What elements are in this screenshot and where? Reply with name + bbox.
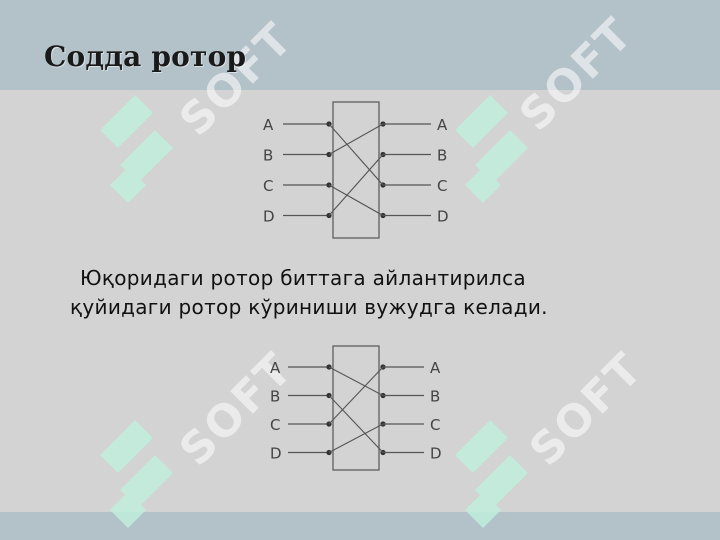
footer-band: [0, 512, 720, 540]
caption-line-1: Юқоридаги ротор биттага айлантирилса: [80, 266, 526, 290]
watermark-text: SOFT: [520, 343, 654, 477]
right-label: D: [437, 208, 449, 226]
right-label: B: [430, 388, 440, 406]
slide-title: Содда ротор: [44, 40, 247, 73]
rotor-body: [332, 101, 380, 239]
left-label: A: [263, 116, 274, 134]
right-label: A: [437, 116, 448, 134]
left-label: B: [263, 147, 273, 165]
rotor-body: [332, 345, 380, 471]
right-label: A: [430, 359, 441, 377]
internal-wire: [328, 423, 384, 453]
internal-wire: [328, 154, 384, 216]
left-label: D: [270, 445, 282, 463]
internal-wire: [328, 184, 384, 216]
internal-wire: [328, 395, 384, 453]
caption: Юқоридаги ротор биттага айлантирилса қуй…: [70, 264, 670, 322]
left-label: C: [263, 177, 273, 195]
header-band: [0, 0, 720, 90]
right-label: C: [430, 416, 440, 434]
left-label: B: [270, 388, 280, 406]
internal-wire: [328, 366, 384, 396]
internal-wire: [328, 366, 384, 425]
left-label: D: [263, 208, 275, 226]
right-label: C: [437, 177, 447, 195]
left-label: C: [270, 416, 280, 434]
caption-line-2: қуйидаги ротор кўриниши вужудга келади.: [70, 295, 548, 319]
right-label: D: [430, 445, 442, 463]
right-label: B: [437, 147, 447, 165]
left-label: A: [270, 359, 281, 377]
internal-wire: [328, 123, 384, 155]
internal-wire: [328, 123, 384, 186]
